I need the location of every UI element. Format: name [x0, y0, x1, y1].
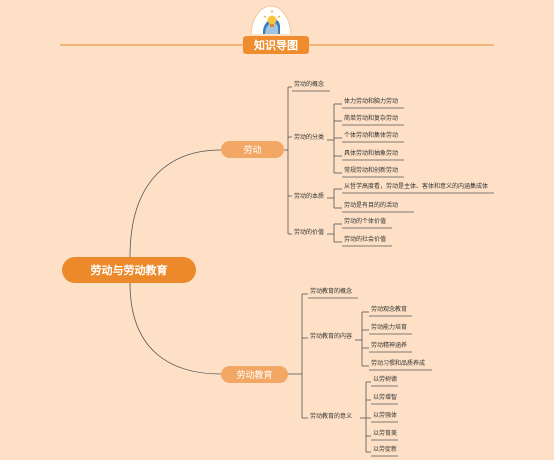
- content-item: 劳动能力培育: [371, 324, 408, 331]
- branch-labor: 劳动: [221, 141, 284, 158]
- education-concept: 劳动教育的概念: [310, 288, 353, 295]
- classification-item: 常规劳动和创新劳动: [344, 167, 399, 174]
- content-item: 劳动观念教育: [371, 306, 408, 313]
- significance-item: 以劳增智: [373, 394, 398, 401]
- header-title: 知识导图: [243, 36, 309, 54]
- significance-item: 以劳促新: [373, 446, 398, 453]
- classification-item: 简单劳动和复杂劳动: [344, 115, 399, 122]
- labor-value: 劳动的价值: [294, 229, 325, 236]
- lightbulb-head-icon: [249, 4, 293, 34]
- labor-essence: 劳动的本质: [294, 193, 325, 200]
- value-item: 劳动的社会价值: [344, 236, 387, 243]
- education-significance: 劳动教育的意义: [310, 413, 353, 420]
- labor-concept: 劳动的概念: [294, 81, 325, 88]
- content-item: 劳动习惯和品质养成: [371, 360, 426, 367]
- significance-item: 以劳树德: [373, 376, 398, 383]
- classification-item: 体力劳动和脑力劳动: [344, 98, 399, 105]
- labor-classification: 劳动的分类: [294, 134, 325, 141]
- value-item: 劳动的个体价值: [344, 218, 387, 225]
- essence-item: 劳动是有目的的活动: [344, 202, 399, 209]
- classification-item: 个体劳动和集体劳动: [344, 132, 399, 139]
- branch-labor-education: 劳动教育: [221, 366, 288, 383]
- essence-item: 从哲学高度看，劳动是主体、客体和意义的内涵集成体: [344, 183, 489, 190]
- classification-item: 具体劳动和抽象劳动: [344, 150, 399, 157]
- content-item: 劳动精神涵养: [371, 342, 408, 349]
- significance-item: 以劳强体: [373, 412, 398, 419]
- education-content: 劳动教育的内容: [310, 333, 353, 340]
- root-node: 劳动与劳动教育: [62, 257, 196, 283]
- significance-item: 以劳育美: [373, 430, 398, 437]
